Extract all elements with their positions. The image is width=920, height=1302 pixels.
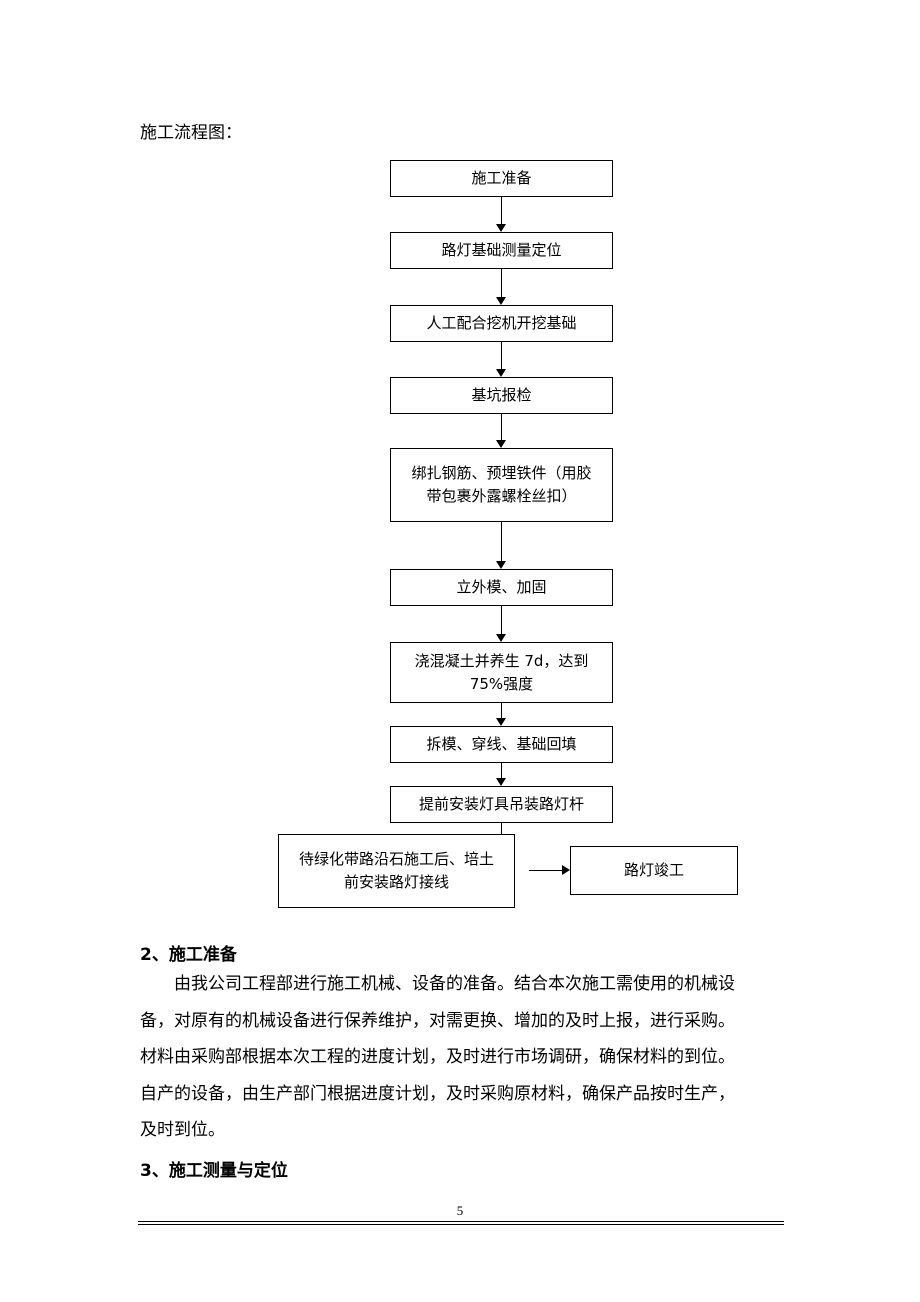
flow-step-7: 浇混凝土并养生 7d，达到 75%强度 bbox=[390, 642, 613, 703]
footer-rule-top bbox=[138, 1221, 784, 1222]
flow-step-6: 立外模、加固 bbox=[390, 569, 613, 606]
flow-branch-box: 待绿化带路沿石施工后、培土 前安装路灯接线 bbox=[278, 834, 515, 908]
flowchart-intro: 施工流程图： bbox=[140, 123, 242, 143]
flow-step-7-line-1: 浇混凝土并养生 7d，达到 bbox=[414, 651, 589, 670]
flow-branch-line-1: 待绿化带路沿石施工后、培土 bbox=[298, 850, 494, 868]
flow-step-8-label: 拆模、穿线、基础回填 bbox=[426, 735, 577, 753]
section-3-heading: 3、施工测量与定位 bbox=[140, 1161, 288, 1181]
flow-step-9-label: 提前安装灯具吊装路灯杆 bbox=[418, 795, 584, 813]
flow-step-5: 绑扎钢筋、预埋铁件（用胶 带包裹外露螺栓丝扣） bbox=[390, 448, 613, 522]
flow-step-1-label: 施工准备 bbox=[471, 169, 532, 187]
section-2-line-4: 自产的设备，由生产部门根据进度计划，及时采购原材料，确保产品按时生产， bbox=[140, 1083, 735, 1104]
flow-step-5-line-2: 带包裹外露螺栓丝扣） bbox=[426, 487, 577, 505]
flow-step-4-label: 基坑报检 bbox=[471, 386, 532, 404]
flow-step-4: 基坑报检 bbox=[390, 377, 613, 414]
section-2-heading: 2、施工准备 bbox=[140, 945, 237, 965]
page-number: 5 bbox=[456, 1203, 464, 1218]
flow-step-7-line-2: 75%强度 bbox=[469, 674, 534, 693]
flow-step-9: 提前安装灯具吊装路灯杆 bbox=[390, 786, 613, 823]
flow-step-8: 拆模、穿线、基础回填 bbox=[390, 726, 613, 763]
flow-step-3: 人工配合挖机开挖基础 bbox=[390, 305, 613, 342]
flow-step-6-label: 立外模、加固 bbox=[456, 578, 547, 596]
section-2-line-3: 材料由采购部根据本次工程的进度计划，及时进行市场调研，确保材料的到位。 bbox=[140, 1047, 735, 1067]
flow-step-2-label: 路灯基础测量定位 bbox=[441, 241, 562, 259]
flow-branch-line-2: 前安装路灯接线 bbox=[343, 873, 449, 891]
flow-final-box: 路灯竣工 bbox=[570, 846, 738, 895]
section-2-line-1: 由我公司工程部进行施工机械、设备的准备。结合本次施工需使用的机械设 bbox=[174, 974, 735, 994]
flow-step-1: 施工准备 bbox=[390, 160, 613, 197]
section-2-line-5: 及时到位。 bbox=[140, 1120, 225, 1140]
section-2-paragraph: 由我公司工程部进行施工机械、设备的准备。结合本次施工需使用的机械设 备，对原有的… bbox=[140, 966, 785, 1149]
section-2-line-2: 备，对原有的机械设备进行保养维护，对需更换、增加的及时上报，进行采购。 bbox=[140, 1010, 735, 1031]
flow-step-5-line-1: 绑扎钢筋、预埋铁件（用胶 bbox=[411, 464, 592, 482]
flow-final-label: 路灯竣工 bbox=[623, 861, 684, 879]
flow-step-3-label: 人工配合挖机开挖基础 bbox=[426, 314, 577, 332]
flow-step-2: 路灯基础测量定位 bbox=[390, 232, 613, 269]
footer-rule-bottom bbox=[138, 1224, 784, 1225]
